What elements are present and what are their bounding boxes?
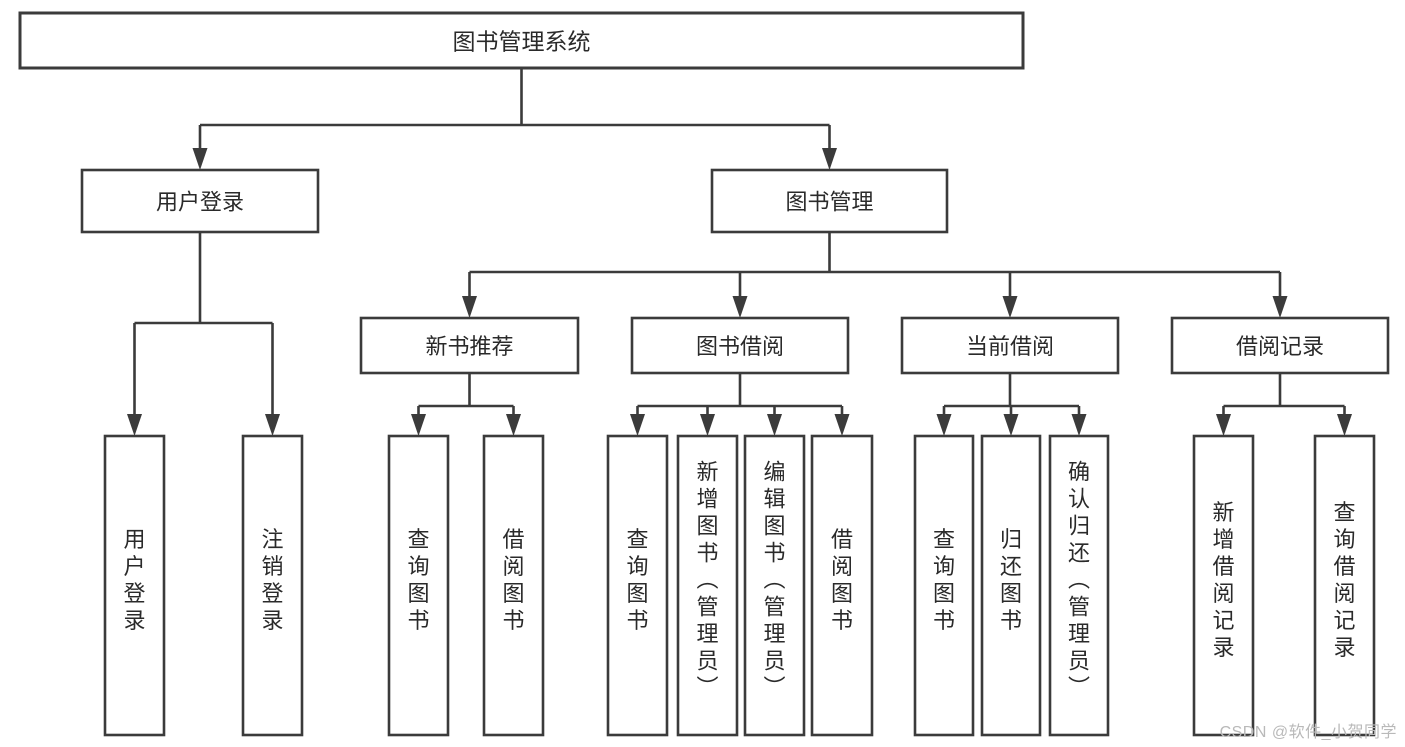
node-box[interactable]: [18, 11, 1025, 70]
connector-group: [1216, 373, 1352, 436]
node-box[interactable]: [482, 434, 545, 737]
node-l2_0[interactable]: 用户登录: [80, 168, 320, 234]
connector-group: [462, 232, 1288, 318]
node-label: 新书推荐: [425, 334, 513, 359]
node-box[interactable]: [630, 316, 850, 375]
node-box[interactable]: [980, 434, 1042, 737]
node-label-vertical: 新增图书（管理员）: [696, 460, 718, 701]
node-label-vertical: 编辑图书（管理员）: [763, 460, 785, 701]
node-box[interactable]: [103, 434, 166, 737]
node-leaf_7[interactable]: 借阅图书: [810, 434, 874, 737]
node-l2_1[interactable]: 图书管理: [710, 168, 949, 234]
node-layer: 图书管理系统用户登录图书管理新书推荐图书借阅当前借阅借阅记录用户登录注销登录查询…: [18, 11, 1390, 737]
node-label-vertical: 新增借阅记录: [1212, 500, 1234, 660]
node-label-vertical: 注销登录: [261, 527, 283, 633]
node-label-vertical: 确认归还（管理员）: [1068, 460, 1090, 701]
node-label-vertical: 借阅图书: [831, 527, 853, 633]
node-box[interactable]: [1313, 434, 1376, 737]
node-label: 当前借阅: [966, 334, 1054, 359]
node-label-vertical: 查询图书: [933, 527, 955, 633]
node-l3_3[interactable]: 借阅记录: [1170, 316, 1390, 375]
node-label-vertical: 查询图书: [407, 527, 429, 633]
node-leaf_11[interactable]: 新增借阅记录: [1192, 434, 1255, 737]
node-box[interactable]: [1170, 316, 1390, 375]
node-leaf_6[interactable]: 编辑图书（管理员）: [743, 434, 806, 737]
node-label: 图书管理: [785, 190, 873, 215]
node-box[interactable]: [1048, 434, 1110, 737]
node-box[interactable]: [810, 434, 874, 737]
node-label: 图书借阅: [696, 334, 784, 359]
connector-group: [192, 68, 837, 170]
node-leaf_4[interactable]: 查询图书: [606, 434, 669, 737]
node-box[interactable]: [676, 434, 739, 737]
node-box[interactable]: [80, 168, 320, 234]
node-label-vertical: 用户登录: [123, 527, 145, 633]
connector-group: [127, 232, 280, 436]
node-label-vertical: 查询图书: [626, 527, 648, 633]
connector-group: [630, 373, 850, 436]
node-label: 用户登录: [156, 190, 244, 215]
node-leaf_3[interactable]: 借阅图书: [482, 434, 545, 737]
node-label: 借阅记录: [1236, 334, 1324, 359]
node-l3_0[interactable]: 新书推荐: [359, 316, 580, 375]
node-box[interactable]: [913, 434, 975, 737]
node-box[interactable]: [743, 434, 806, 737]
node-box[interactable]: [241, 434, 304, 737]
node-label-vertical: 归还图书: [1000, 527, 1022, 633]
connector-group: [411, 373, 521, 436]
node-box[interactable]: [359, 316, 580, 375]
node-leaf_12[interactable]: 查询借阅记录: [1313, 434, 1376, 737]
connector-group: [936, 373, 1087, 436]
node-leaf_10[interactable]: 确认归还（管理员）: [1048, 434, 1110, 737]
node-box[interactable]: [710, 168, 949, 234]
node-l3_2[interactable]: 当前借阅: [900, 316, 1120, 375]
node-leaf_9[interactable]: 归还图书: [980, 434, 1042, 737]
node-box[interactable]: [1192, 434, 1255, 737]
node-leaf_2[interactable]: 查询图书: [387, 434, 450, 737]
node-label: 图书管理系统: [453, 29, 591, 55]
node-label-vertical: 查询借阅记录: [1333, 500, 1355, 660]
node-box[interactable]: [900, 316, 1120, 375]
connector-layer: [127, 68, 1352, 436]
node-leaf_0[interactable]: 用户登录: [103, 434, 166, 737]
node-leaf_1[interactable]: 注销登录: [241, 434, 304, 737]
node-box[interactable]: [606, 434, 669, 737]
node-leaf_8[interactable]: 查询图书: [913, 434, 975, 737]
node-box[interactable]: [387, 434, 450, 737]
node-label-vertical: 借阅图书: [502, 527, 524, 633]
node-l3_1[interactable]: 图书借阅: [630, 316, 850, 375]
node-root[interactable]: 图书管理系统: [18, 11, 1025, 70]
node-leaf_5[interactable]: 新增图书（管理员）: [676, 434, 739, 737]
